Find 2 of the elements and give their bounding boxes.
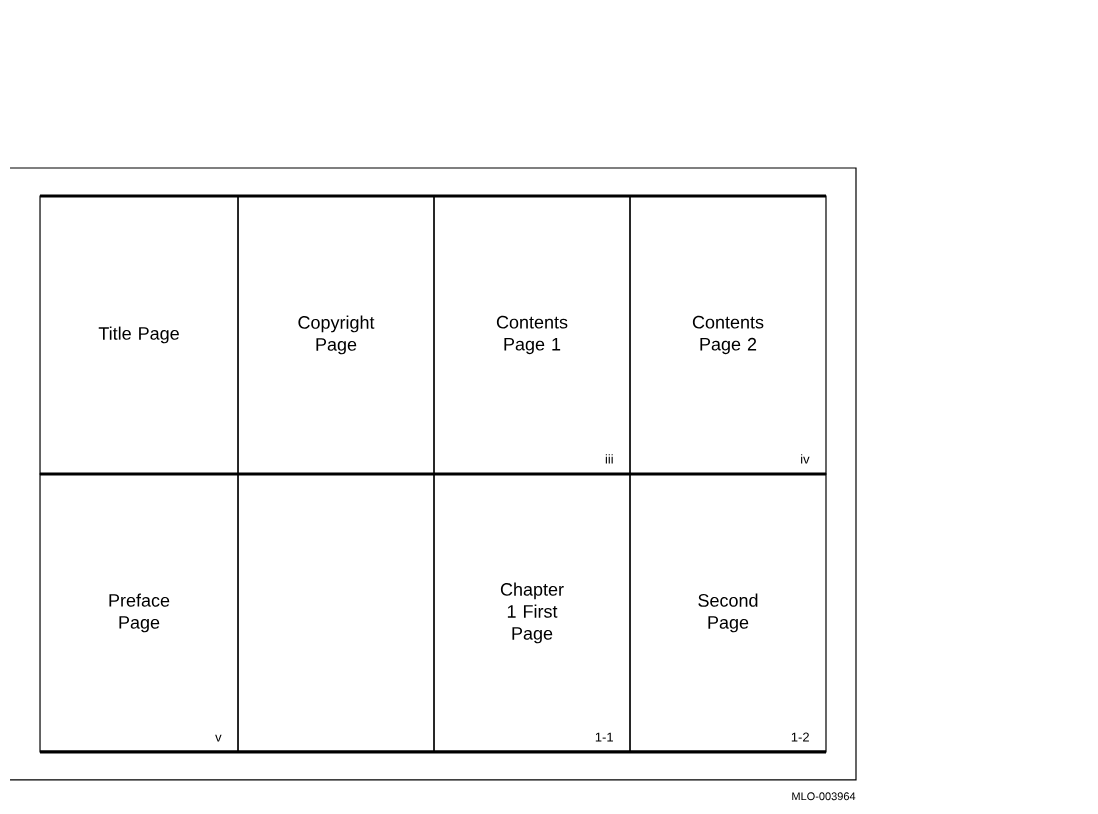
page-box: Copyright Page [237, 195, 435, 475]
page-box: Title Page [39, 195, 239, 475]
